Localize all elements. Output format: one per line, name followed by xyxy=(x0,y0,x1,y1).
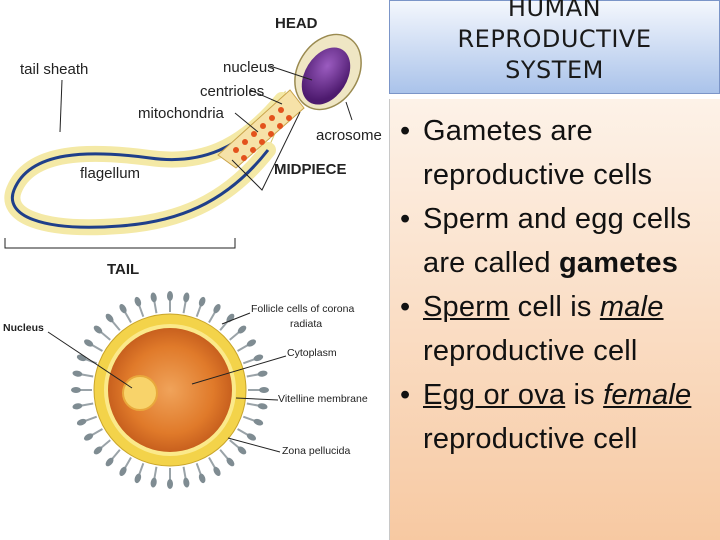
bullet-4-mid: is xyxy=(565,379,604,411)
label-midpiece: MIDPIECE xyxy=(274,161,347,178)
corona-cell-nucleus xyxy=(198,473,206,484)
bullet-dot-icon: • xyxy=(400,115,411,147)
label-centrioles: centrioles xyxy=(200,83,264,100)
corona-cell-nucleus xyxy=(105,457,114,467)
corona-cell-nucleus xyxy=(119,466,127,476)
label-nucleus: nucleus xyxy=(223,59,275,76)
label-mitochondria: mitochondria xyxy=(138,105,225,122)
bullet-3-mid: cell is xyxy=(509,291,600,323)
corona-cell-nucleus xyxy=(119,304,127,314)
corona-cell-nucleus xyxy=(237,446,247,455)
bullet-dot-icon: • xyxy=(400,203,411,235)
tail-bracket xyxy=(4,238,236,249)
corona-cell-nucleus xyxy=(134,473,142,484)
gamete-diagram: HEAD tail sheath nucleus centrioles mito… xyxy=(3,15,382,489)
label-tail-sheath: tail sheath xyxy=(20,61,88,78)
title-line-2: REPRODUCTIVE xyxy=(457,25,652,53)
corona-cell-nucleus xyxy=(198,296,206,307)
bullet-1-line-1: Gametes are xyxy=(423,115,593,147)
label-follicle-2: radiata xyxy=(290,318,322,330)
bullet-2-line-2: are called xyxy=(423,247,559,279)
bullet-list: • Gametes are reproductive cells • Sperm… xyxy=(390,99,720,461)
sperm-leader-lines xyxy=(59,65,353,133)
label-zona: Zona pellucida xyxy=(282,445,350,457)
label-tail: TAIL xyxy=(107,261,139,278)
corona-cell-nucleus xyxy=(93,325,103,334)
corona-cell-nucleus xyxy=(93,446,103,455)
corona-cell-nucleus xyxy=(150,292,157,303)
midpiece-bracket xyxy=(231,111,301,191)
label-follicle-1: Follicle cells of corona xyxy=(251,303,354,315)
corona-cell-nucleus xyxy=(167,479,173,489)
corona-cell-nucleus xyxy=(246,339,256,347)
bullet-4-line-2: reproductive cell xyxy=(423,423,638,455)
corona-cell-nucleus xyxy=(253,418,264,426)
bullet-2-line-1: Sperm and egg cells xyxy=(423,203,692,235)
sperm-cell: HEAD tail sheath nucleus centrioles mito… xyxy=(4,15,382,278)
corona-cell-nucleus xyxy=(150,477,157,488)
corona-cell-nucleus xyxy=(246,433,256,441)
bullet-4-gender: female xyxy=(603,379,692,411)
corona-cell-nucleus xyxy=(257,370,268,377)
sperm-nucleus xyxy=(301,47,351,105)
bullet-item-2: • Sperm and egg cells are called gametes xyxy=(400,197,720,285)
bullet-item-4: • Egg or ova is female reproductive cell xyxy=(400,373,720,461)
flagellum-core xyxy=(11,99,284,229)
egg-cell: Nucleus Follicle cells of corona radiata… xyxy=(3,291,368,489)
bullet-item-1: • Gametes are reproductive cells xyxy=(400,109,720,197)
corona-cell-nucleus xyxy=(257,403,268,410)
title-line-1: HUMAN xyxy=(507,0,602,22)
bullet-3-line-2: reproductive cell xyxy=(423,335,638,367)
corona-cell-nucleus xyxy=(71,387,81,393)
corona-cell-nucleus xyxy=(134,296,142,307)
label-cytoplasm: Cytoplasm xyxy=(287,347,337,359)
corona-cell-nucleus xyxy=(72,403,83,410)
corona-cell-nucleus xyxy=(84,433,94,441)
corona-cell-nucleus xyxy=(183,292,190,303)
corona-cell-nucleus xyxy=(253,354,264,362)
bullet-1-line-2: reproductive cells xyxy=(423,159,653,191)
corona-cell-nucleus xyxy=(76,418,87,426)
bullet-2-bold-term: gametes xyxy=(559,247,679,279)
slide-title: HUMAN REPRODUCTIVE SYSTEM xyxy=(389,0,720,94)
corona-cell-nucleus xyxy=(259,387,269,393)
label-egg-nucleus: Nucleus xyxy=(3,322,44,334)
egg-leader-lines xyxy=(47,312,287,453)
corona-cell-nucleus xyxy=(105,313,114,323)
bullet-item-3: • Sperm cell is male reproductive cell xyxy=(400,285,720,373)
corona-cell-nucleus xyxy=(72,370,83,377)
corona-cell-nucleus xyxy=(213,466,221,476)
label-vitelline: Vitelline membrane xyxy=(278,393,368,405)
corona-cell-nucleus xyxy=(213,304,221,314)
label-head: HEAD xyxy=(275,15,318,32)
bullet-3-gender: male xyxy=(599,291,664,323)
title-line-3: SYSTEM xyxy=(505,56,604,84)
corona-cell-nucleus xyxy=(84,339,94,347)
egg-nucleus xyxy=(122,375,158,411)
bullet-3-term: Sperm xyxy=(423,291,510,323)
corona-radiata-cells xyxy=(71,291,269,489)
label-acrosome: acrosome xyxy=(316,127,382,144)
bullet-4-term: Egg or ova xyxy=(423,379,566,411)
bullet-dot-icon: • xyxy=(400,291,411,323)
egg-cytoplasm xyxy=(108,328,232,452)
mitochondria-dots xyxy=(233,107,292,161)
corona-cell-nucleus xyxy=(183,477,190,488)
bullet-panel: • Gametes are reproductive cells • Sperm… xyxy=(389,99,720,540)
corona-cell-nucleus xyxy=(167,291,173,301)
bullet-dot-icon: • xyxy=(400,379,411,411)
label-flagellum: flagellum xyxy=(80,165,140,182)
corona-cell-nucleus xyxy=(237,325,247,334)
corona-cell-nucleus xyxy=(226,457,235,467)
